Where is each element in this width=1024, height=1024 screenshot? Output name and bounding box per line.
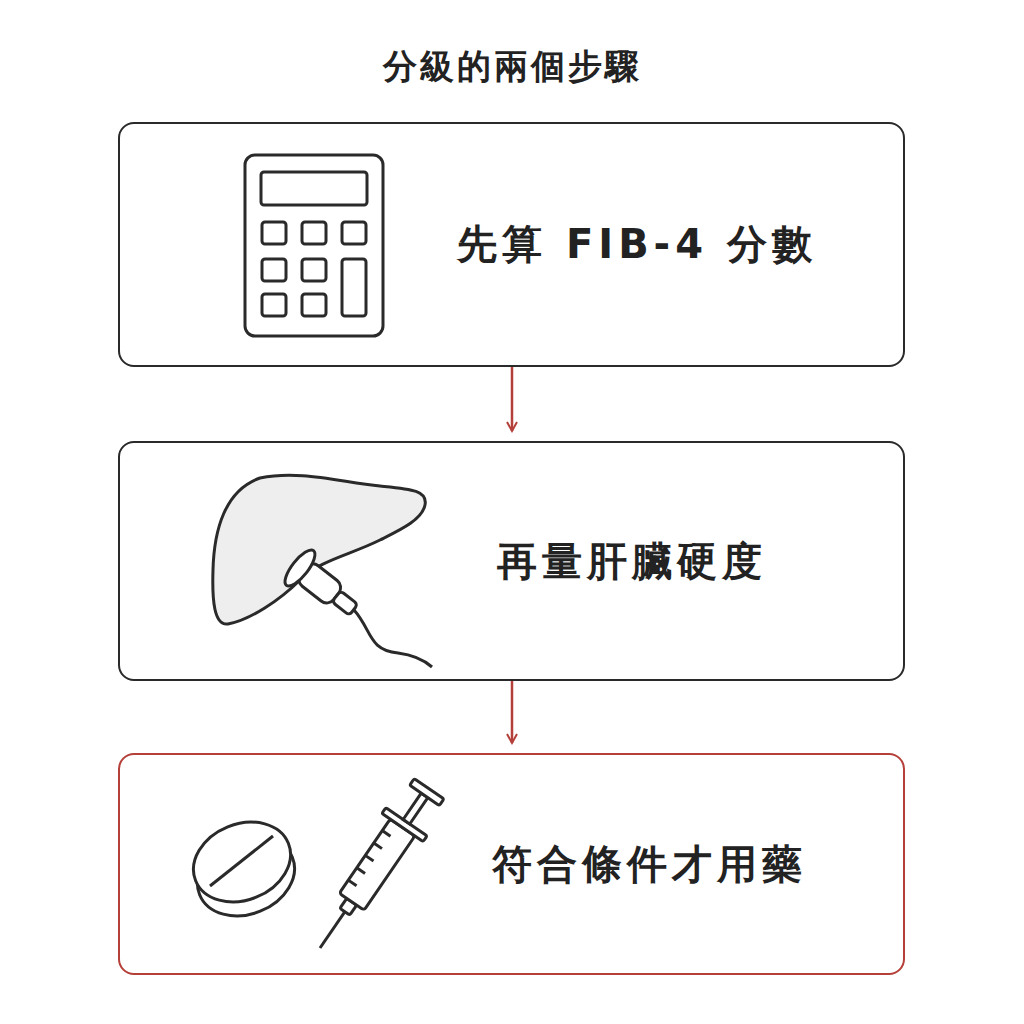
process-box: 再量肝臟硬度 bbox=[118, 441, 905, 681]
step-label: 再量肝臟硬度 bbox=[497, 534, 767, 589]
process-box: 先算 FIB-4 分數 bbox=[118, 122, 905, 367]
calculator-icon bbox=[245, 155, 383, 336]
liver-probe-icon bbox=[213, 475, 432, 667]
pill-icon bbox=[181, 808, 306, 930]
flow-arrow bbox=[511, 367, 514, 431]
step-label: 先算 FIB-4 分數 bbox=[457, 217, 817, 272]
diagram-title: 分級的兩個步驟 bbox=[0, 44, 1024, 90]
process-box: 符合條件才用藥 bbox=[118, 753, 905, 975]
step-label: 符合條件才用藥 bbox=[492, 837, 807, 892]
flow-arrow bbox=[511, 681, 514, 743]
syringe-icon bbox=[299, 775, 449, 962]
